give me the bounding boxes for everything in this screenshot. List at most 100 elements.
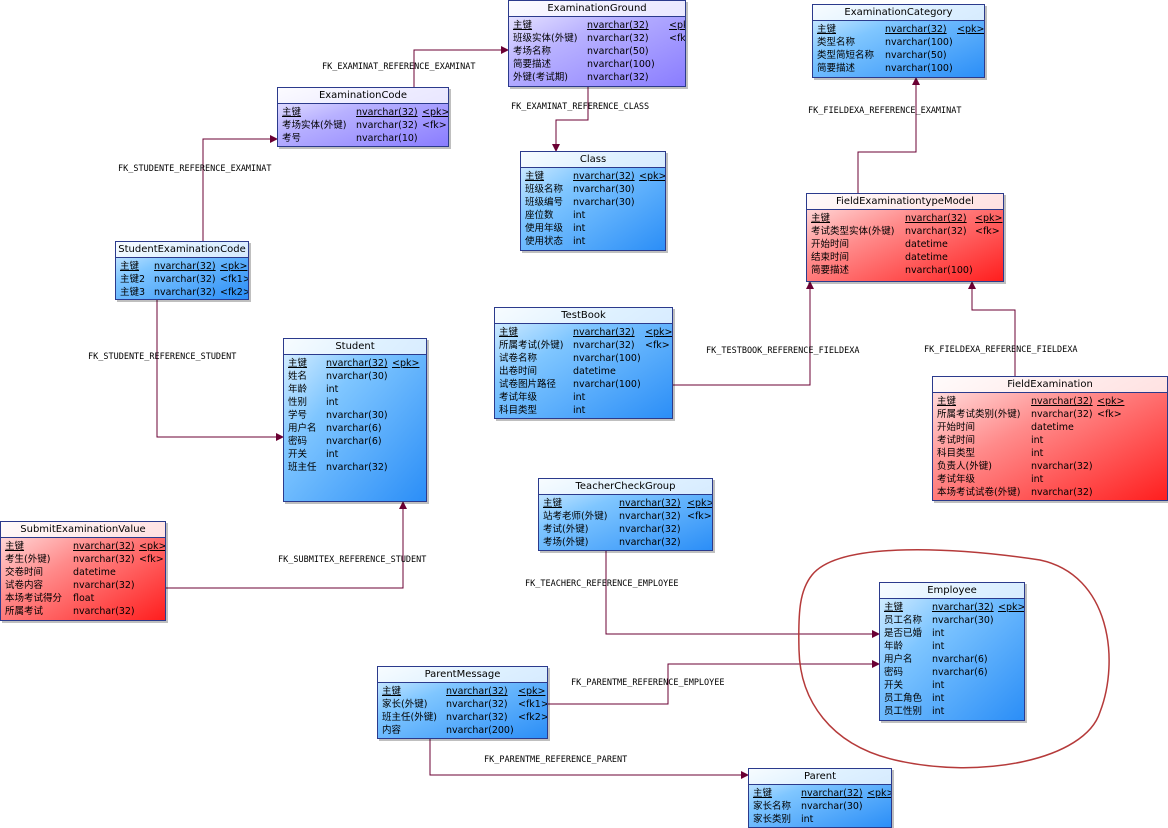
link-submit-to-student — [166, 501, 407, 589]
column-name: 试卷名称 — [499, 353, 538, 364]
column-type: nvarchar(32) — [73, 580, 135, 591]
entity-row: 主键 nvarchar(32) <pk> — [382, 685, 546, 698]
entity-title: Employee — [880, 583, 1024, 599]
column-key: <fk1> — [220, 274, 249, 285]
column-key: <fk> — [1097, 409, 1122, 420]
column-type: nvarchar(6) — [326, 436, 382, 447]
column-type: nvarchar(30) — [932, 615, 994, 626]
column-name: 家长(外键) — [382, 699, 428, 710]
column-key: <pk> — [220, 261, 248, 272]
entity-title: ExaminationGround — [509, 1, 685, 17]
column-name: 所属考试类别(外键) — [937, 409, 1021, 420]
column-name: 考场实体(外键) — [282, 120, 347, 131]
column-name: 班级实体(外键) — [513, 33, 578, 44]
column-name: 主键 — [937, 396, 957, 407]
link-student-code-to-code — [202, 135, 278, 241]
column-type: int — [932, 641, 945, 652]
column-key: <fk2> — [220, 287, 249, 298]
column-name: 考场(外键) — [543, 537, 589, 548]
column-name: 考试时间 — [937, 435, 976, 446]
column-name: 简要描述 — [817, 63, 856, 74]
column-type: nvarchar(32) — [446, 699, 508, 710]
column-type: nvarchar(32) — [885, 24, 947, 35]
column-name: 考试年级 — [499, 392, 538, 403]
entity-title: FieldExaminationtypeModel — [807, 194, 1003, 210]
label-fe-to-fetm: FK_FIELDEXA_REFERENCE_FIELDEXA — [924, 345, 1078, 355]
column-name: 主键 — [288, 358, 308, 369]
column-key: <pk> — [422, 107, 449, 118]
column-name: 结束时间 — [811, 252, 850, 263]
column-name: 年龄 — [884, 641, 904, 652]
column-type: nvarchar(100) — [885, 37, 953, 48]
column-name: 考号 — [282, 133, 302, 144]
column-type: nvarchar(32) — [73, 554, 135, 565]
link-ground-to-class — [552, 87, 589, 152]
column-name: 开始时间 — [811, 239, 850, 250]
entity-row: 座位数 int — [525, 209, 661, 222]
column-name: 主键 — [817, 24, 837, 35]
column-type: nvarchar(50) — [885, 50, 947, 61]
entity-examination-ground[interactable]: ExaminationGround 主键nvarchar(32)<pk>班级实体… — [508, 0, 686, 87]
column-name: 类型简短名称 — [817, 50, 875, 61]
column-key: <pk> — [998, 602, 1025, 613]
column-name: 考试年级 — [937, 474, 976, 485]
column-type: int — [932, 628, 945, 639]
column-key: <fk> — [139, 554, 164, 565]
column-key: <pk> — [687, 498, 713, 509]
label-student-code-to-student: FK_STUDENTE_REFERENCE_STUDENT — [88, 352, 237, 362]
column-name: 开关 — [884, 680, 904, 691]
column-name: 主键 — [282, 107, 302, 118]
column-type: nvarchar(32) — [1031, 409, 1093, 420]
column-type: nvarchar(6) — [326, 423, 382, 434]
column-name: 主键 — [811, 213, 831, 224]
column-name: 主键 — [382, 686, 402, 697]
column-type: nvarchar(32) — [446, 686, 508, 697]
column-name: 密码 — [884, 667, 904, 678]
column-type: nvarchar(32) — [932, 602, 994, 613]
column-type: int — [932, 706, 945, 717]
column-type: int — [573, 210, 586, 221]
column-name: 简要描述 — [811, 265, 850, 276]
column-type: int — [326, 384, 339, 395]
column-type: nvarchar(6) — [932, 654, 988, 665]
column-name: 座位数 — [525, 210, 554, 221]
entity-row: 所属考试(外键)nvarchar(32)<fk> — [499, 339, 670, 352]
column-name: 外键(考试期) — [513, 72, 568, 83]
column-name: 主键2 — [120, 274, 146, 285]
column-name: 交卷时间 — [5, 567, 44, 578]
column-key: <pk> — [518, 686, 546, 697]
entity-title: Student — [284, 339, 426, 355]
